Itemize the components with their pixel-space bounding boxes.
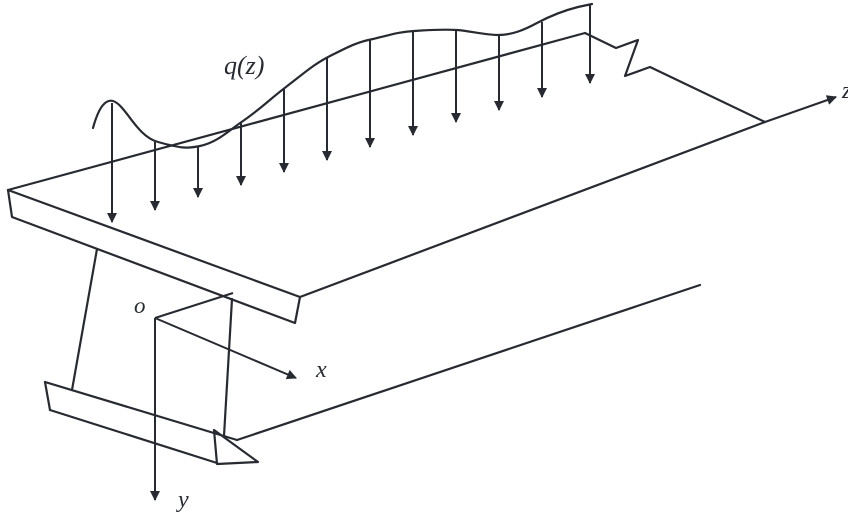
load-intensity-curve	[91, 2, 594, 149]
bottom-flange-corner-triangle	[212, 428, 260, 466]
beam-cut-edge-break-mark	[583, 31, 767, 124]
web-left-edge	[70, 247, 99, 392]
web-right-edge	[222, 297, 234, 438]
origin-label: o	[134, 293, 146, 318]
z-axis-label: z	[841, 78, 848, 104]
bottom-flange-left-end-edge	[43, 380, 52, 412]
beam-outline	[6, 31, 767, 466]
bottom-flange-top-edge	[43, 380, 239, 442]
top-flange-end-face	[6, 188, 302, 325]
load-label: q(z)	[224, 51, 264, 80]
z-axis	[764, 95, 837, 123]
bottom-flange-bottom-edge	[48, 408, 219, 465]
beam-top-surface-back-edge	[6, 31, 587, 192]
x-axis	[154, 317, 297, 380]
beam-top-surface-near-and-front-edge	[6, 120, 767, 299]
z-axis-stub	[154, 292, 234, 319]
axes	[150, 95, 837, 501]
y-axis-label: y	[176, 487, 189, 513]
bottom-flange-long-front-edge	[235, 283, 702, 442]
x-axis-label: x	[315, 357, 327, 383]
load-arrows	[107, 5, 595, 223]
